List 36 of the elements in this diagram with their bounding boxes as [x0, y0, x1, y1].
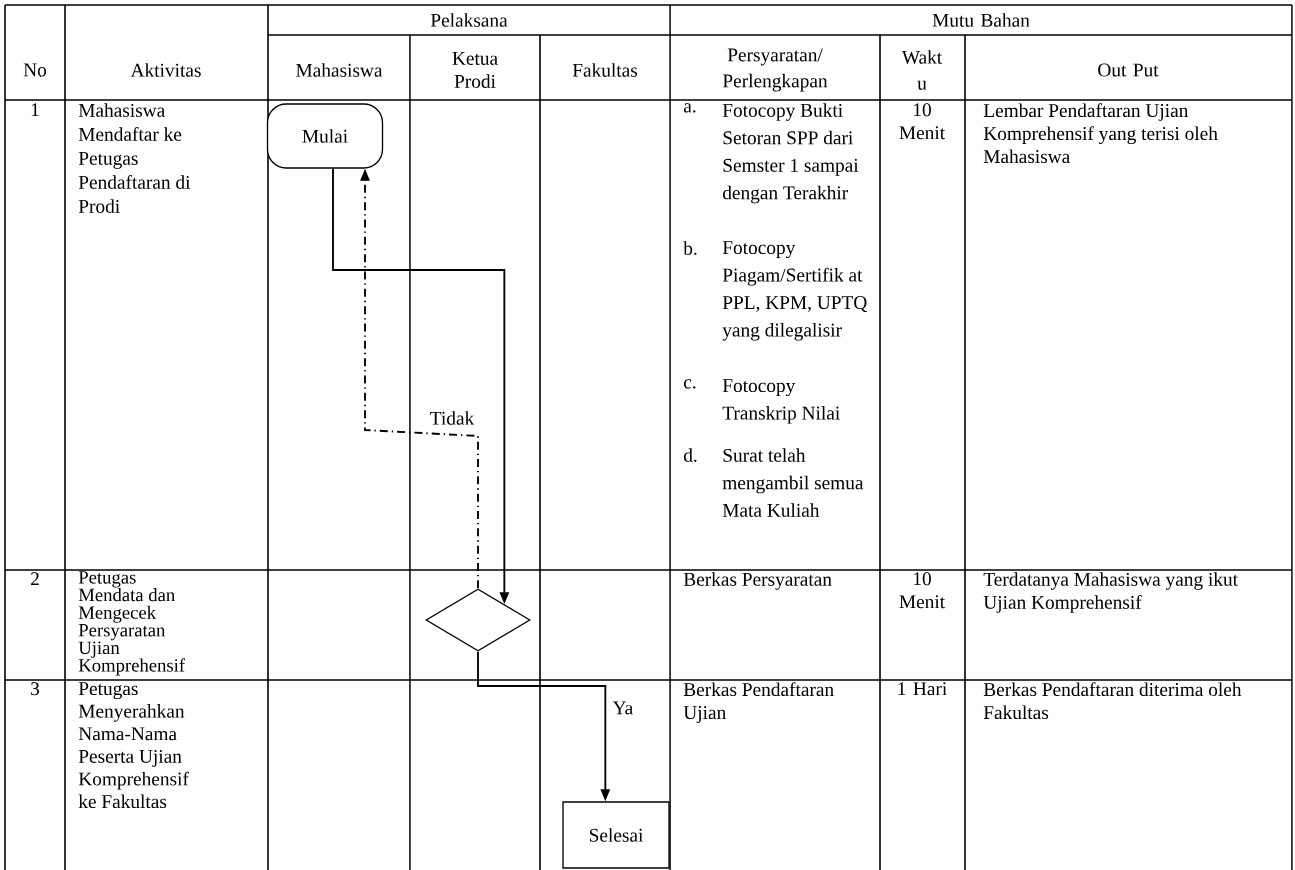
edge-label: Tidak — [428, 409, 476, 427]
process-box: Selesai — [562, 801, 670, 869]
requirement-text: Berkas Persyaratan — [683, 572, 832, 590]
row-number: 1 — [31, 103, 39, 117]
list-marker: a. — [683, 103, 696, 113]
group-header: Mutu Bahan — [932, 13, 1030, 27]
activity-text: Petugas Menyerahkan Nama-Nama Peserta Ujian Komprehensif ke Fakultas — [78, 682, 189, 809]
column-header: Wakt u — [901, 50, 943, 90]
list-item: Surat telah mengambil semua Mata Kuliah — [722, 448, 864, 517]
column-header: Persyaratan/ Perlengkapan — [722, 48, 828, 92]
row-number: 2 — [31, 572, 39, 586]
row-number: 3 — [31, 682, 40, 696]
list-item: Fotocopy Bukti Setoran SPP dari Semster 1 sampai dengan Terakhir — [722, 103, 859, 204]
output-text: Lembar Pendaftaran Ujian Komprehensif yang terisi oleh Mahasiswa — [983, 103, 1218, 164]
activity-text: Mahasiswa Mendaftar ke Petugas Pendaftaran di Prodi — [78, 103, 191, 213]
requirement-text: Berkas Pendaftaran Ujian — [683, 682, 834, 723]
activity-text: Petugas Mendata dan Mengecek Persyaratan Ujian Komprehensif — [78, 571, 186, 676]
column-header: No — [23, 63, 47, 77]
output-text: Berkas Pendaftaran diterima oleh Fakultas — [983, 682, 1242, 720]
duration-text: 10 Menit — [899, 572, 945, 609]
output-text: Terdatanya Mahasiswa yang ikut Ujian Komprehensif — [983, 572, 1238, 613]
duration-text: 1 Hari — [898, 682, 947, 696]
list-item: Fotocopy Transkrip Nilai — [722, 379, 840, 424]
column-header: Aktivitas — [130, 63, 201, 77]
column-header: Fakultas — [572, 63, 638, 77]
column-header: Ketua Prodi — [452, 52, 498, 88]
duration-text: 10 Menit — [899, 103, 945, 140]
group-header: Pelaksana — [430, 13, 508, 27]
list-marker: b. — [683, 241, 697, 255]
terminal-box: Mulai — [266, 103, 384, 169]
column-header: Mahasiswa — [296, 63, 383, 77]
column-header: Out Put — [1098, 63, 1159, 77]
list-marker: c. — [684, 379, 696, 389]
edge-label: Ya — [611, 700, 635, 716]
list-item: Fotocopy Piagam/Sertifik at PPL, KPM, UPTQ yang dilegalisir — [722, 241, 867, 341]
list-marker: d. — [683, 448, 697, 462]
